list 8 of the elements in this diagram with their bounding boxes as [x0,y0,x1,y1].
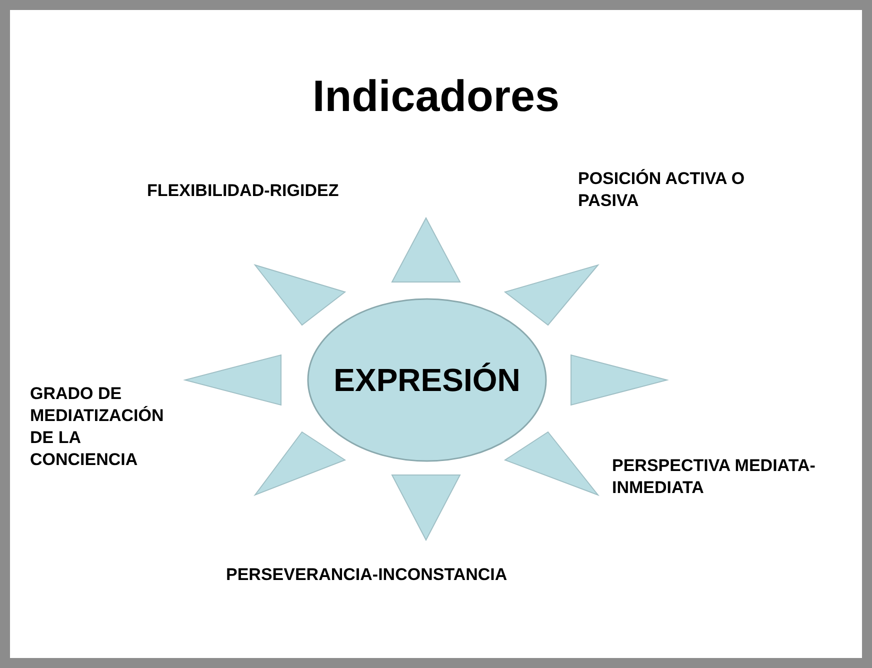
indicator-label: POSICIÓN ACTIVA O PASIVA [578,168,746,212]
indicator-label: GRADO DE MEDIATIZACIÓN DE LA CONCIENCIA [30,383,165,471]
center-ellipse [307,298,547,462]
title: Indicadores [312,72,560,122]
indicator-label: FLEXIBILIDAD-RIGIDEZ [147,180,340,202]
indicator-label: PERSPECTIVA MEDIATA-INMEDIATA [612,455,816,499]
node-label: EXPRESIÓN [334,362,520,398]
indicator-label: PERSEVERANCIA-INCONSTANCIA [226,564,508,586]
